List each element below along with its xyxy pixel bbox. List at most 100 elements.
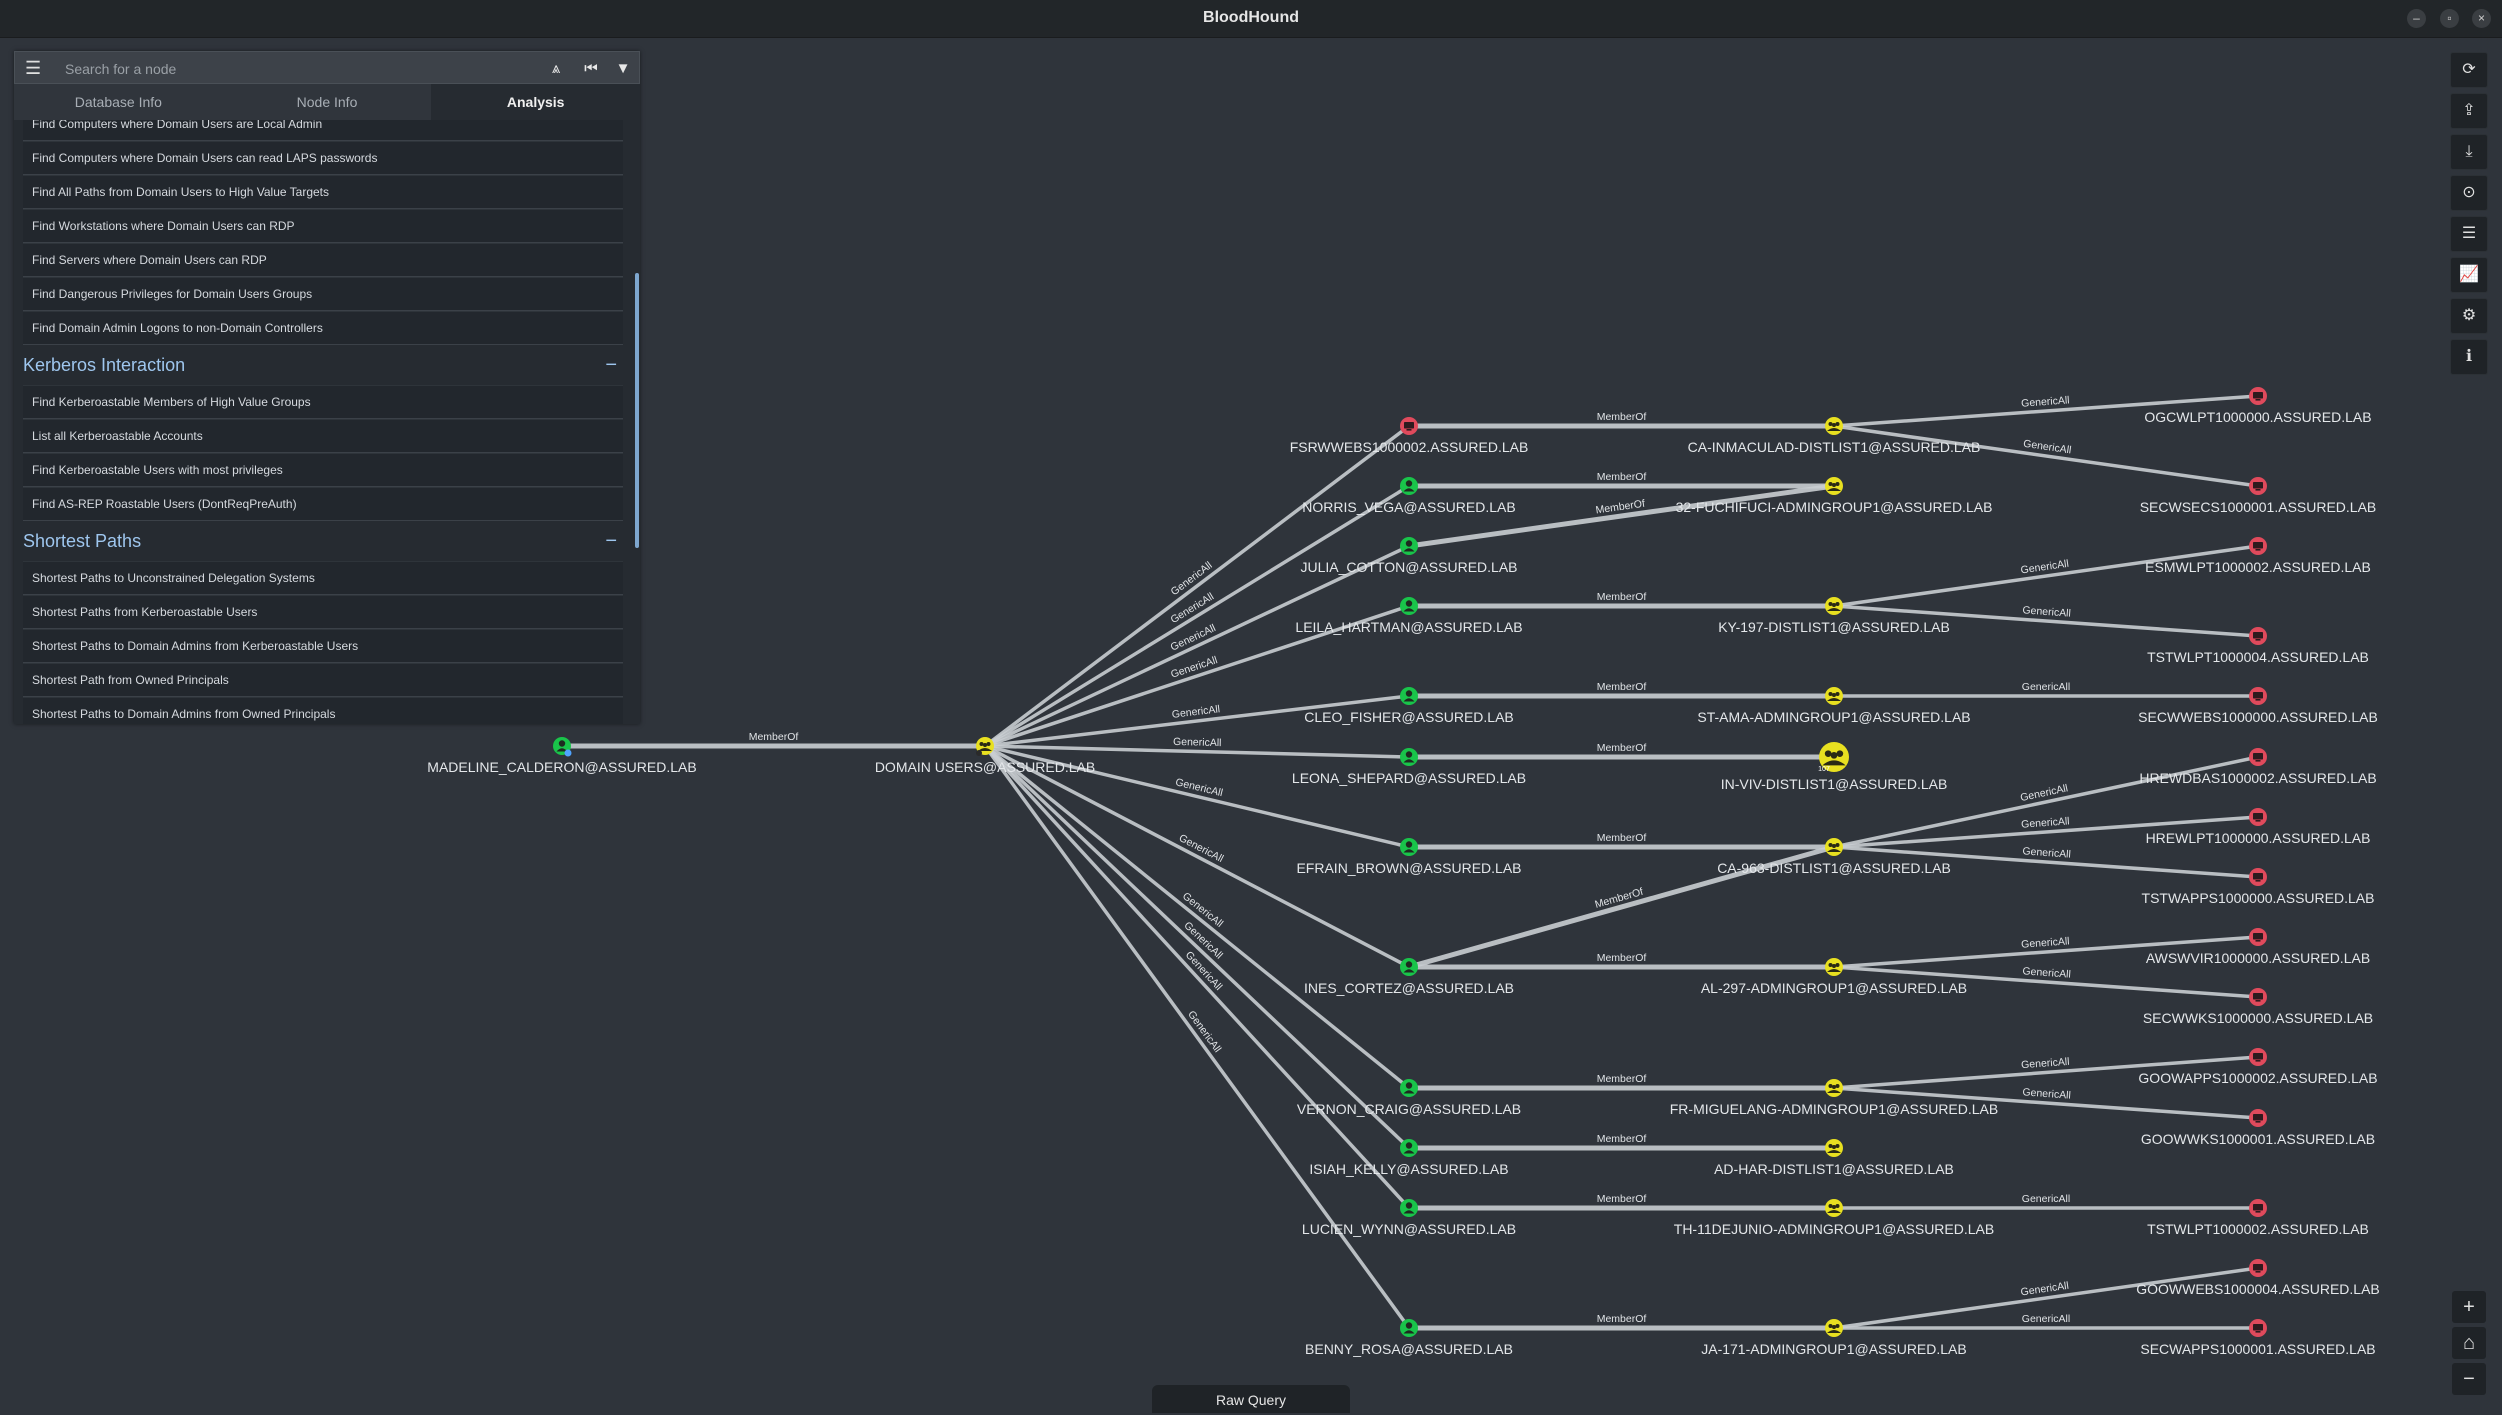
graph-edge[interactable]: MemberOf <box>562 731 985 749</box>
graph-edge[interactable]: GenericAll <box>1834 1313 2258 1330</box>
settings-circle-button[interactable]: ⊙ <box>2450 175 2488 211</box>
graph-node-computer[interactable]: GOOWWKS1000001.ASSURED.LAB <box>2141 1109 2375 1147</box>
graph-node-computer[interactable]: HREWLPT1000000.ASSURED.LAB <box>2146 808 2371 846</box>
graph-node-user[interactable]: INES_CORTEZ@ASSURED.LAB <box>1304 958 1514 996</box>
query-item[interactable]: Shortest Path from Owned Principals <box>23 663 623 697</box>
graph-node-user[interactable]: NORRIS_VEGA@ASSURED.LAB <box>1302 477 1516 515</box>
collapse-icon[interactable]: − <box>605 354 617 376</box>
graph-node-computer[interactable]: FSRWWEBS1000002.ASSURED.LAB <box>1290 417 1529 455</box>
graph-edge[interactable]: MemberOf <box>1409 742 1834 760</box>
maximize-button[interactable]: ▫ <box>2440 9 2459 28</box>
refresh-button[interactable]: ⟳ <box>2450 52 2488 88</box>
graph-edge[interactable]: MemberOf <box>1409 681 1834 699</box>
graph-node-computer[interactable]: SECWWEBS1000000.ASSURED.LAB <box>2138 687 2378 725</box>
close-window-button[interactable]: × <box>2472 9 2491 28</box>
query-item[interactable]: Find AS-REP Roastable Users (DontReqPreA… <box>23 487 623 521</box>
graph-node-group[interactable]: 32-FUCHIFUCI-ADMINGROUP1@ASSURED.LAB <box>1676 477 1993 515</box>
graph-edge[interactable]: MemberOf <box>1409 1193 1834 1211</box>
graph-edge[interactable]: GenericAll <box>983 424 1411 748</box>
graph-edge[interactable]: MemberOf <box>1408 483 1835 549</box>
graph-edge[interactable]: MemberOf <box>1409 1313 1834 1331</box>
search-input[interactable] <box>63 56 527 82</box>
graph-node-user[interactable]: LEILA_HARTMAN@ASSURED.LAB <box>1295 597 1523 635</box>
query-item[interactable]: Find Computers where Domain Users are Lo… <box>23 120 623 141</box>
graph-edge[interactable]: GenericAll <box>1833 424 2259 488</box>
graph-node-user[interactable]: EFRAIN_BROWN@ASSURED.LAB <box>1296 838 1522 876</box>
query-item[interactable]: Find Workstations where Domain Users can… <box>23 209 623 243</box>
graph-node-computer[interactable]: AWSWVIR1000000.ASSURED.LAB <box>2146 928 2370 966</box>
graph-edge[interactable]: MemberOf <box>1409 411 1834 429</box>
graph-edge[interactable]: GenericAll <box>1833 544 2259 608</box>
graph-node-computer[interactable]: TSTWAPPS1000000.ASSURED.LAB <box>2142 868 2375 906</box>
query-item[interactable]: Shortest Paths from Kerberoastable Users <box>23 595 623 629</box>
query-item[interactable]: Shortest Paths to Unconstrained Delegati… <box>23 561 623 595</box>
graph-node-computer[interactable]: HREWDBAS1000002.ASSURED.LAB <box>2139 748 2377 786</box>
graph-node-group[interactable]: CA-963-DISTLIST1@ASSURED.LAB <box>1717 838 1951 876</box>
chart-button[interactable]: 📈 <box>2450 257 2488 293</box>
graph-node-computer[interactable]: GOOWAPPS1000002.ASSURED.LAB <box>2138 1048 2378 1086</box>
graph-node-computer[interactable]: TSTWLPT1000002.ASSURED.LAB <box>2147 1199 2369 1237</box>
graph-node-group[interactable]: CA-INMACULAD-DISTLIST1@ASSURED.LAB <box>1688 417 1981 455</box>
pathfinding-icon[interactable]: ⩓ <box>551 60 561 77</box>
home-button[interactable]: ⌂ <box>2452 1327 2486 1359</box>
graph-edge[interactable]: GenericAll <box>1833 394 2259 428</box>
graph-edge[interactable]: GenericAll <box>1833 815 2259 849</box>
graph-node-computer[interactable]: SECWAPPS1000001.ASSURED.LAB <box>2140 1319 2376 1357</box>
graph-edge[interactable]: GenericAll <box>984 736 1410 759</box>
checklist-button[interactable]: ☰ <box>2450 216 2488 252</box>
graph-node-user[interactable]: BENNY_ROSA@ASSURED.LAB <box>1305 1319 1513 1357</box>
query-item[interactable]: Find Dangerous Privileges for Domain Use… <box>23 277 623 311</box>
collapse-icon[interactable]: − <box>605 530 617 552</box>
tab-analysis[interactable]: Analysis <box>431 84 641 120</box>
graph-edge[interactable]: GenericAll <box>984 694 1410 748</box>
zoom-out-button[interactable]: − <box>2452 1363 2486 1395</box>
tab-node-info[interactable]: Node Info <box>222 84 432 120</box>
graph-node-computer[interactable]: OGCWLPT1000000.ASSURED.LAB <box>2144 387 2372 425</box>
query-item[interactable]: Find Computers where Domain Users can re… <box>23 141 623 175</box>
query-item[interactable]: Shortest Paths to Domain Admins from Own… <box>23 697 623 724</box>
graph-edge[interactable]: MemberOf <box>1409 1133 1834 1151</box>
menu-icon[interactable]: ☰ <box>25 58 42 78</box>
upload-button[interactable]: ⇪ <box>2450 93 2488 129</box>
graph-edge[interactable]: GenericAll <box>1833 604 2259 638</box>
graph-edge[interactable]: MemberOf <box>1409 471 1834 489</box>
graph-node-user[interactable]: ISIAH_KELLY@ASSURED.LAB <box>1309 1139 1509 1177</box>
graph-node-group[interactable]: AD-HAR-DISTLIST1@ASSURED.LAB <box>1714 1139 1954 1177</box>
graph-edge[interactable]: MemberOf <box>1409 952 1834 970</box>
query-item[interactable]: Find Kerberoastable Users with most priv… <box>23 453 623 487</box>
graph-node-computer[interactable]: SECWWKS1000000.ASSURED.LAB <box>2143 988 2373 1026</box>
graph-node-user[interactable]: LEONA_SHEPARD@ASSURED.LAB <box>1292 748 1526 786</box>
query-item[interactable]: Find Domain Admin Logons to non-Domain C… <box>23 311 623 345</box>
graph-node-group[interactable]: DOMAIN USERS@ASSURED.LAB <box>875 737 1095 775</box>
graph-edge[interactable]: GenericAll <box>1834 681 2258 698</box>
graph-node-group[interactable]: AL-297-ADMINGROUP1@ASSURED.LAB <box>1701 958 1967 996</box>
graph-node-computer[interactable]: GOOWWEBS1000004.ASSURED.LAB <box>2136 1259 2380 1297</box>
download-button[interactable]: ⤓ <box>2450 134 2488 170</box>
graph-node-group[interactable]: KY-197-DISTLIST1@ASSURED.LAB <box>1718 597 1950 635</box>
info-button[interactable]: ℹ <box>2450 339 2488 375</box>
graph-edge[interactable]: GenericAll <box>1834 1193 2258 1210</box>
graph-node-computer[interactable]: ESMWLPT1000002.ASSURED.LAB <box>2145 537 2371 575</box>
graph-edge[interactable]: GenericAll <box>983 744 1411 1210</box>
zoom-in-button[interactable]: + <box>2452 1291 2486 1323</box>
graph-node-user[interactable]: VERNON_CRAIG@ASSURED.LAB <box>1297 1079 1521 1117</box>
graph-edge[interactable]: MemberOf <box>1409 832 1834 850</box>
query-item[interactable]: Shortest Paths to Domain Admins from Ker… <box>23 629 623 663</box>
graph-edge[interactable]: GenericAll <box>1833 935 2259 969</box>
graph-node-computer[interactable]: SECWSECS1000001.ASSURED.LAB <box>2140 477 2377 515</box>
graph-edge[interactable]: GenericAll <box>1833 965 2259 999</box>
graph-edge[interactable]: GenericAll <box>983 744 1411 1150</box>
filter-icon[interactable]: ▼ <box>615 60 631 77</box>
graph-edge[interactable]: GenericAll <box>1833 845 2259 879</box>
query-item[interactable]: Find Kerberoastable Members of High Valu… <box>23 385 623 419</box>
tab-database-info[interactable]: Database Info <box>14 84 223 120</box>
raw-query-button[interactable]: Raw Query <box>1152 1385 1350 1413</box>
graph-node-group[interactable]: FR-MIGUELANG-ADMINGROUP1@ASSURED.LAB <box>1670 1079 1998 1117</box>
graph-edge[interactable]: GenericAll <box>1833 1055 2259 1090</box>
query-item[interactable]: Find All Paths from Domain Users to High… <box>23 175 623 209</box>
query-item[interactable]: List all Kerberoastable Accounts <box>23 419 623 453</box>
query-section-header[interactable]: Kerberos Interaction− <box>23 345 623 385</box>
scrollbar[interactable] <box>635 273 639 548</box>
graph-edge[interactable]: GenericAll <box>1833 1086 2259 1120</box>
